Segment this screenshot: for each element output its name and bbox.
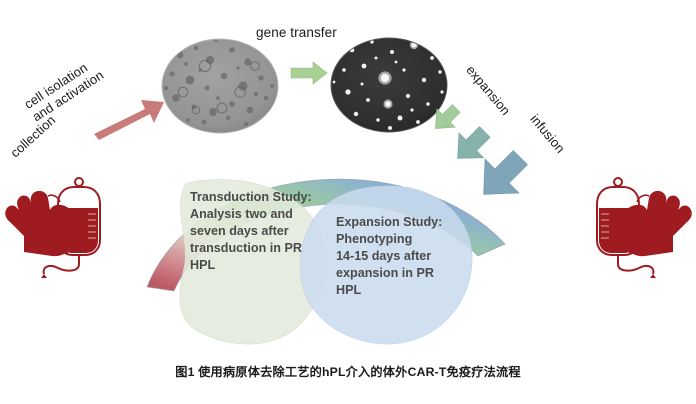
blood-bag-fist-icon-left (5, 177, 101, 278)
microscope-brightfield-icon (161, 38, 279, 134)
expansion-study-text: Expansion Study: Phenotyping 14-15 days … (336, 215, 443, 297)
microscope-fluorescence-icon (330, 37, 448, 133)
expansion-study-blob (299, 185, 473, 345)
gene-transfer-arrow (290, 61, 328, 85)
expansion-arrows (435, 104, 528, 195)
process-label-gene-transfer: gene transfer (256, 25, 337, 40)
transduction-study-blob (179, 179, 326, 345)
transduction-study-text: Transduction Study: Analysis two and sev… (190, 190, 312, 272)
collection-arrow (94, 100, 164, 140)
blood-bag-fist-icon-right (596, 177, 692, 278)
figure-caption: 图1 使用病原体去除工艺的hPL介入的体外CAR-T免疫疗法流程 (175, 365, 521, 379)
